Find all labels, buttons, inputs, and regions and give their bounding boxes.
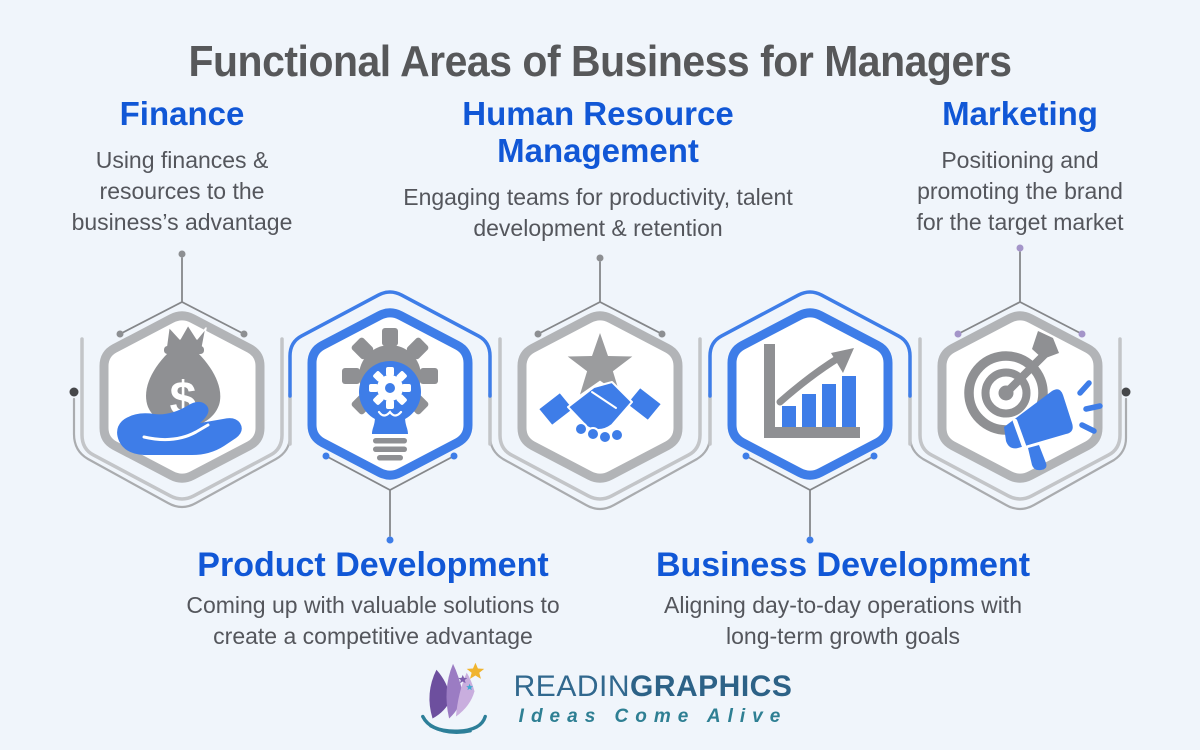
area-business-development: Business Development Aligning day-to-day… [613, 546, 1073, 653]
area-business-development-heading: Business Development [655, 546, 1031, 584]
connector-hrm [534, 254, 666, 338]
handshake-star-icon [537, 333, 663, 444]
connector-business-development [742, 452, 878, 544]
brand-logo: READINGRAPHICS Ideas Come Alive [0, 660, 1200, 738]
reading-graphics-logo-icon [420, 662, 487, 734]
area-product-development: Product Development Coming up with valua… [133, 546, 613, 653]
page-title: Functional Areas of Business for Manager… [188, 37, 1012, 87]
area-finance-heading: Finance [119, 95, 245, 132]
area-hrm: Human Resource Management Engaging teams… [348, 95, 848, 244]
label-connectors [116, 244, 1086, 544]
connector-marketing [954, 244, 1086, 338]
target-dart-megaphone-icon [964, 331, 1103, 471]
chain-end-dot-right [1121, 387, 1131, 397]
area-hrm-description: Engaging teams for productivity, talent … [403, 183, 793, 242]
chain-link-middle [488, 396, 712, 511]
area-hrm-heading: Human Resource Management [462, 95, 734, 169]
area-marketing-heading: Marketing [942, 95, 1098, 132]
brand-logo-text: READINGRAPHICS Ideas Come Alive [514, 670, 793, 728]
area-marketing: Marketing Positioning and promoting the … [880, 95, 1160, 239]
chain-link-right [908, 396, 1128, 511]
brand-name-regular: READIN [513, 670, 630, 703]
brand-tagline: Ideas Come Alive [518, 706, 788, 727]
area-business-development-description: Aligning day-to-day operations with long… [664, 592, 1022, 650]
area-product-development-heading: Product Development [197, 546, 549, 584]
gear-lightbulb-icon [342, 328, 438, 461]
area-product-development-description: Coming up with valuable solutions to cre… [186, 592, 560, 650]
connector-chain [69, 387, 1131, 511]
connector-finance [116, 250, 248, 338]
brand-name-bold: GRAPHICS [630, 670, 793, 703]
area-marketing-description: Positioning and promoting the brand for … [916, 146, 1124, 236]
money-bag-in-hand-icon: $ [117, 324, 242, 455]
connector-product-development [322, 452, 458, 544]
bar-chart-growth-arrow-icon [764, 344, 860, 438]
area-finance-description: Using finances & resources to the busine… [71, 146, 293, 236]
area-finance: Finance Using finances & resources to th… [42, 95, 322, 239]
chain-link-left [72, 396, 292, 509]
chain-end-dot-left [69, 387, 79, 397]
brand-name: READINGRAPHICS [514, 670, 793, 703]
